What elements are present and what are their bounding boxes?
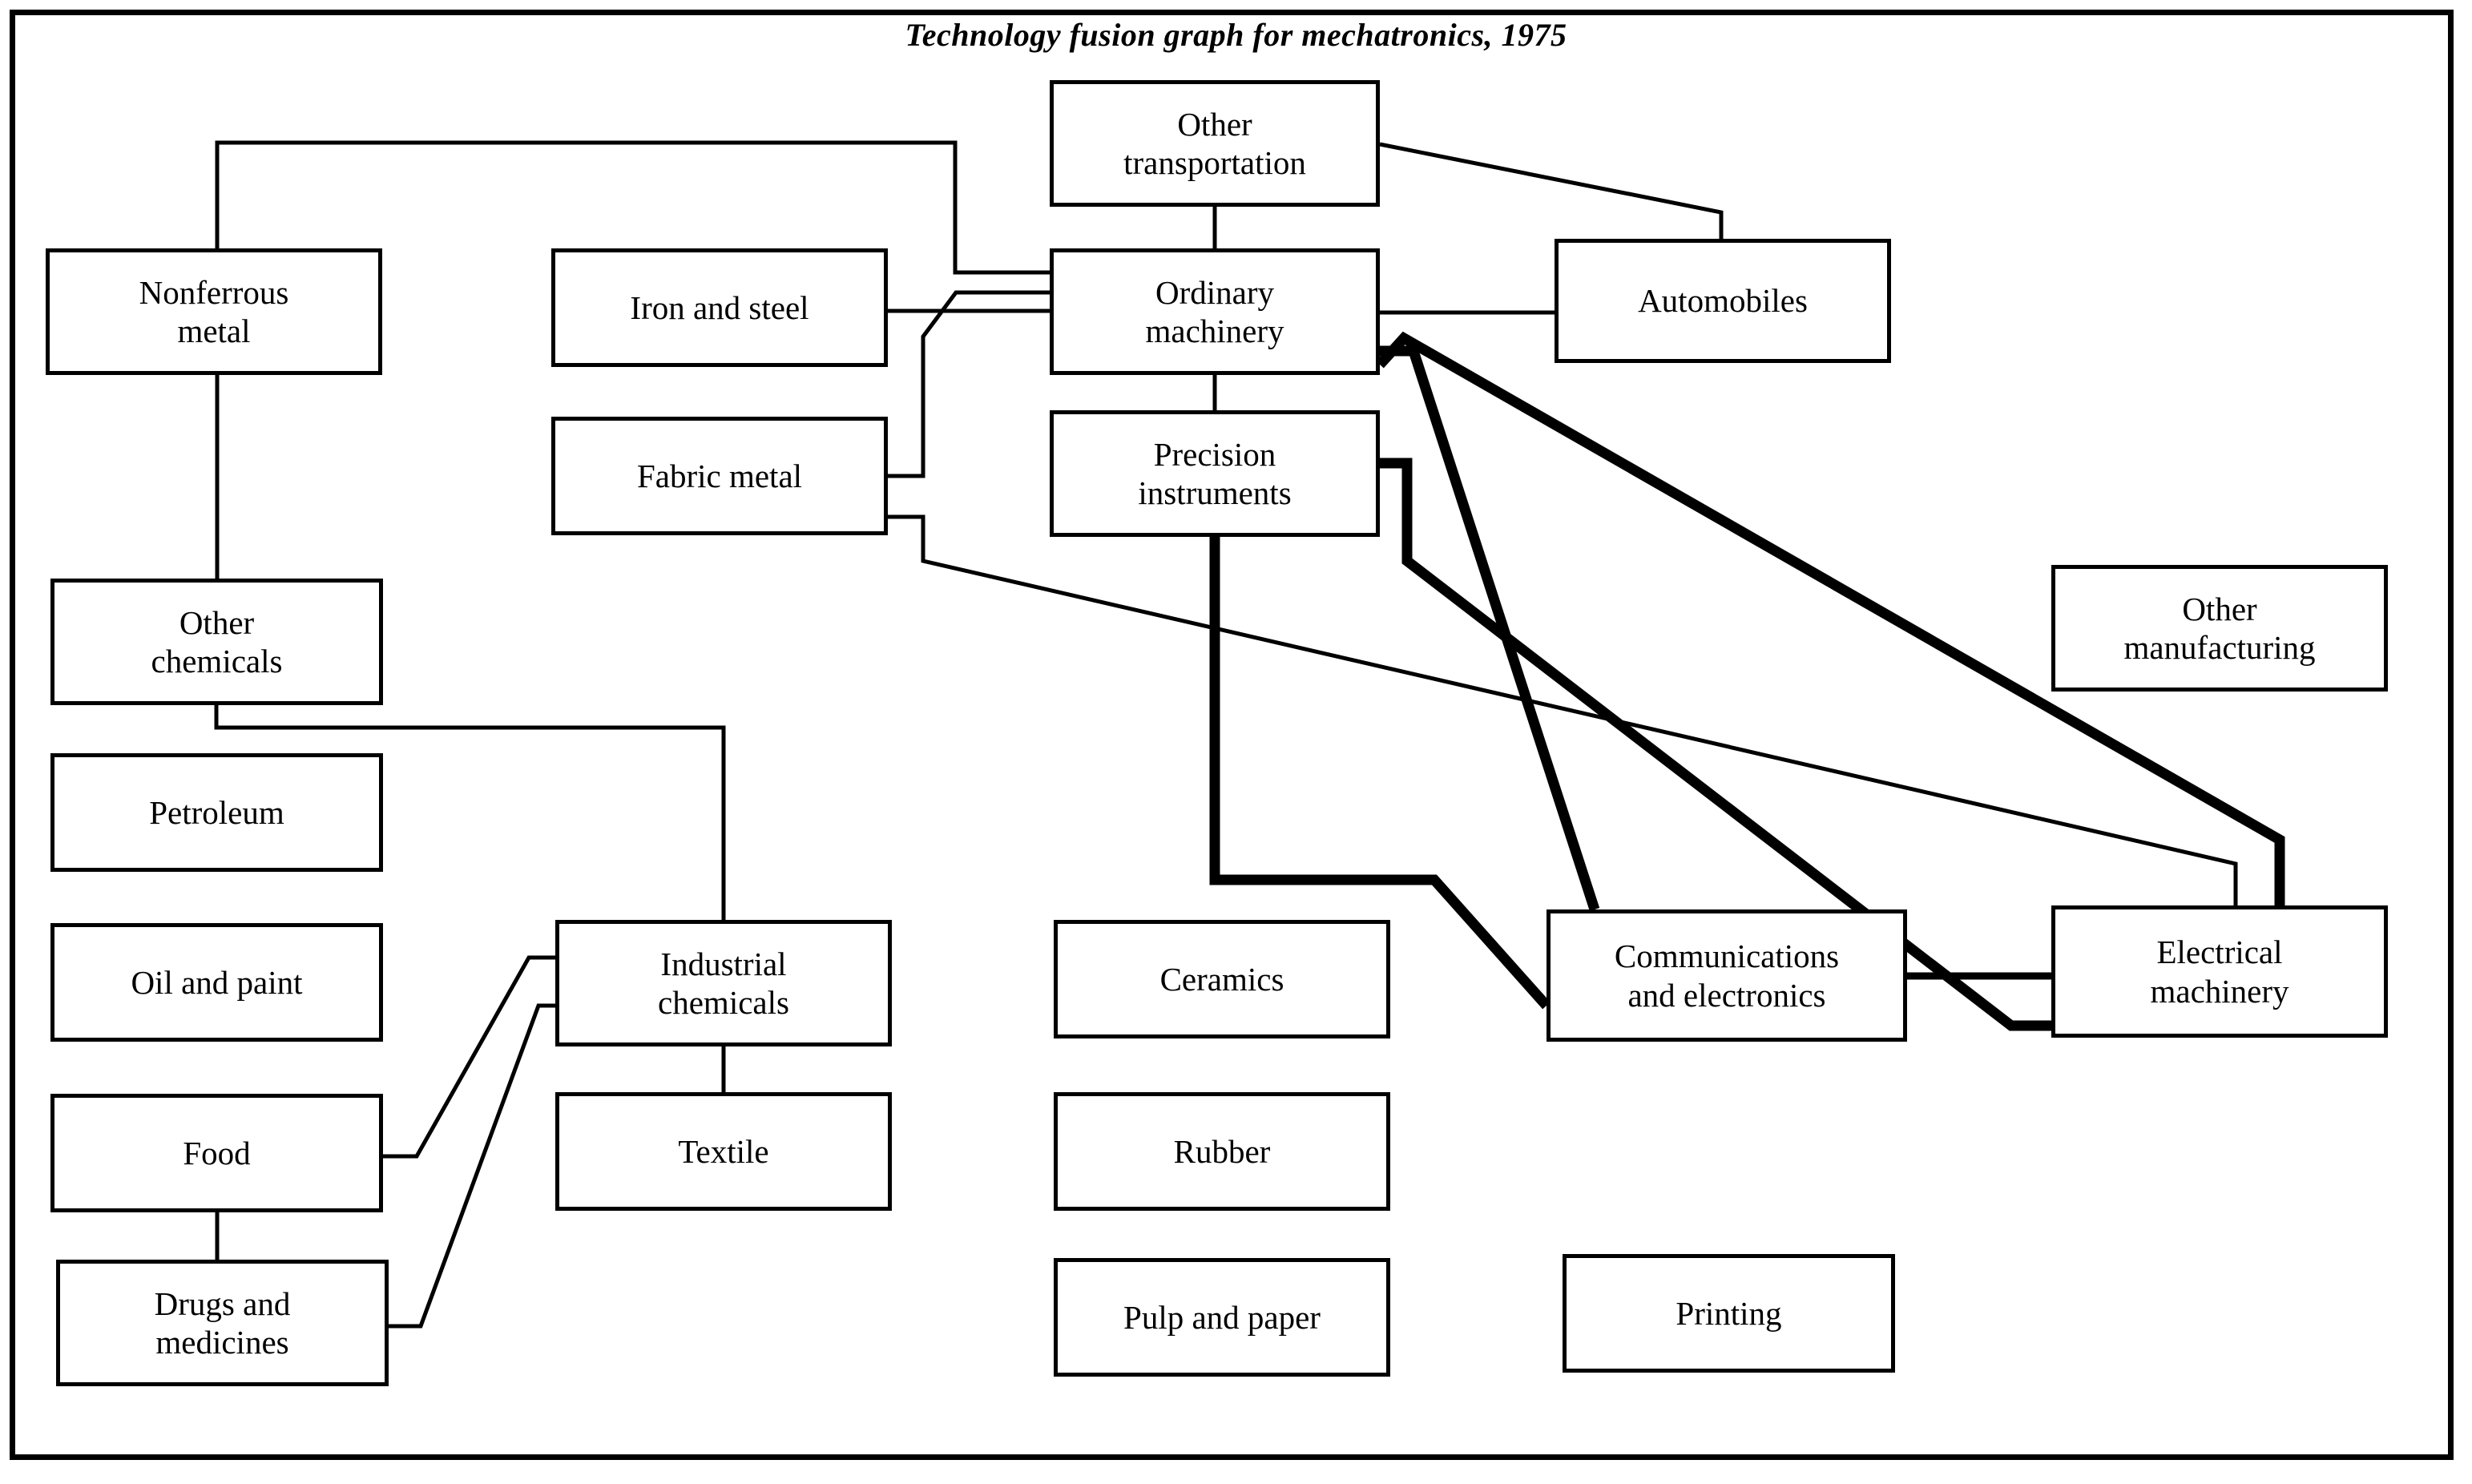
node-label-ceramics: Ceramics [1159, 960, 1284, 998]
edge-precision-instruments-electrical-machinery [1380, 458, 2051, 1031]
node-fabric-metal[interactable]: Fabric metal [551, 417, 888, 535]
node-oil-and-paint[interactable]: Oil and paint [50, 923, 383, 1042]
node-rubber[interactable]: Rubber [1054, 1092, 1390, 1211]
node-label-printing: Printing [1676, 1294, 1782, 1332]
node-label-food: Food [183, 1134, 251, 1171]
edge-other-transportation-automobiles [1379, 142, 1724, 239]
node-label-pulp-and-paper: Pulp and paper [1123, 1298, 1321, 1336]
node-label-rubber: Rubber [1173, 1132, 1271, 1170]
edge-fabric-metal-ordinary-machinery [888, 290, 1050, 478]
node-label-oil-and-paint: Oil and paint [131, 963, 303, 1001]
node-automobiles[interactable]: Automobiles [1555, 239, 1891, 363]
node-ceramics[interactable]: Ceramics [1054, 920, 1390, 1038]
node-label-petroleum: Petroleum [149, 793, 284, 831]
node-iron-and-steel[interactable]: Iron and steel [551, 248, 888, 367]
node-label-automobiles: Automobiles [1638, 282, 1808, 320]
edge-fabric-metal-electrical-machinery [888, 514, 2238, 905]
node-label-fabric-metal: Fabric metal [636, 457, 803, 494]
node-food[interactable]: Food [50, 1094, 383, 1212]
edge-other-chemicals-ordinary-machinery [215, 140, 1050, 579]
node-pulp-and-paper[interactable]: Pulp and paper [1054, 1258, 1390, 1377]
node-petroleum[interactable]: Petroleum [50, 753, 383, 872]
node-textile[interactable]: Textile [555, 1092, 892, 1211]
node-label-iron-and-steel: Iron and steel [630, 288, 809, 326]
edge-other-chemicals-industrial-chemicals [214, 705, 726, 920]
node-label-textile: Textile [678, 1132, 769, 1170]
edge-drugs-and-medicines-industrial-chemicals [389, 1003, 555, 1329]
page-title: Technology fusion graph for mechatronics… [905, 17, 1567, 53]
edge-ordinary-machinery-electrical-machinery [1376, 331, 2285, 905]
page-border [10, 10, 2454, 1460]
edge-precision-instruments-communications-and-electronics [1209, 537, 1551, 1010]
edge-food-industrial-chemicals [383, 955, 555, 1159]
node-printing[interactable]: Printing [1563, 1254, 1895, 1373]
